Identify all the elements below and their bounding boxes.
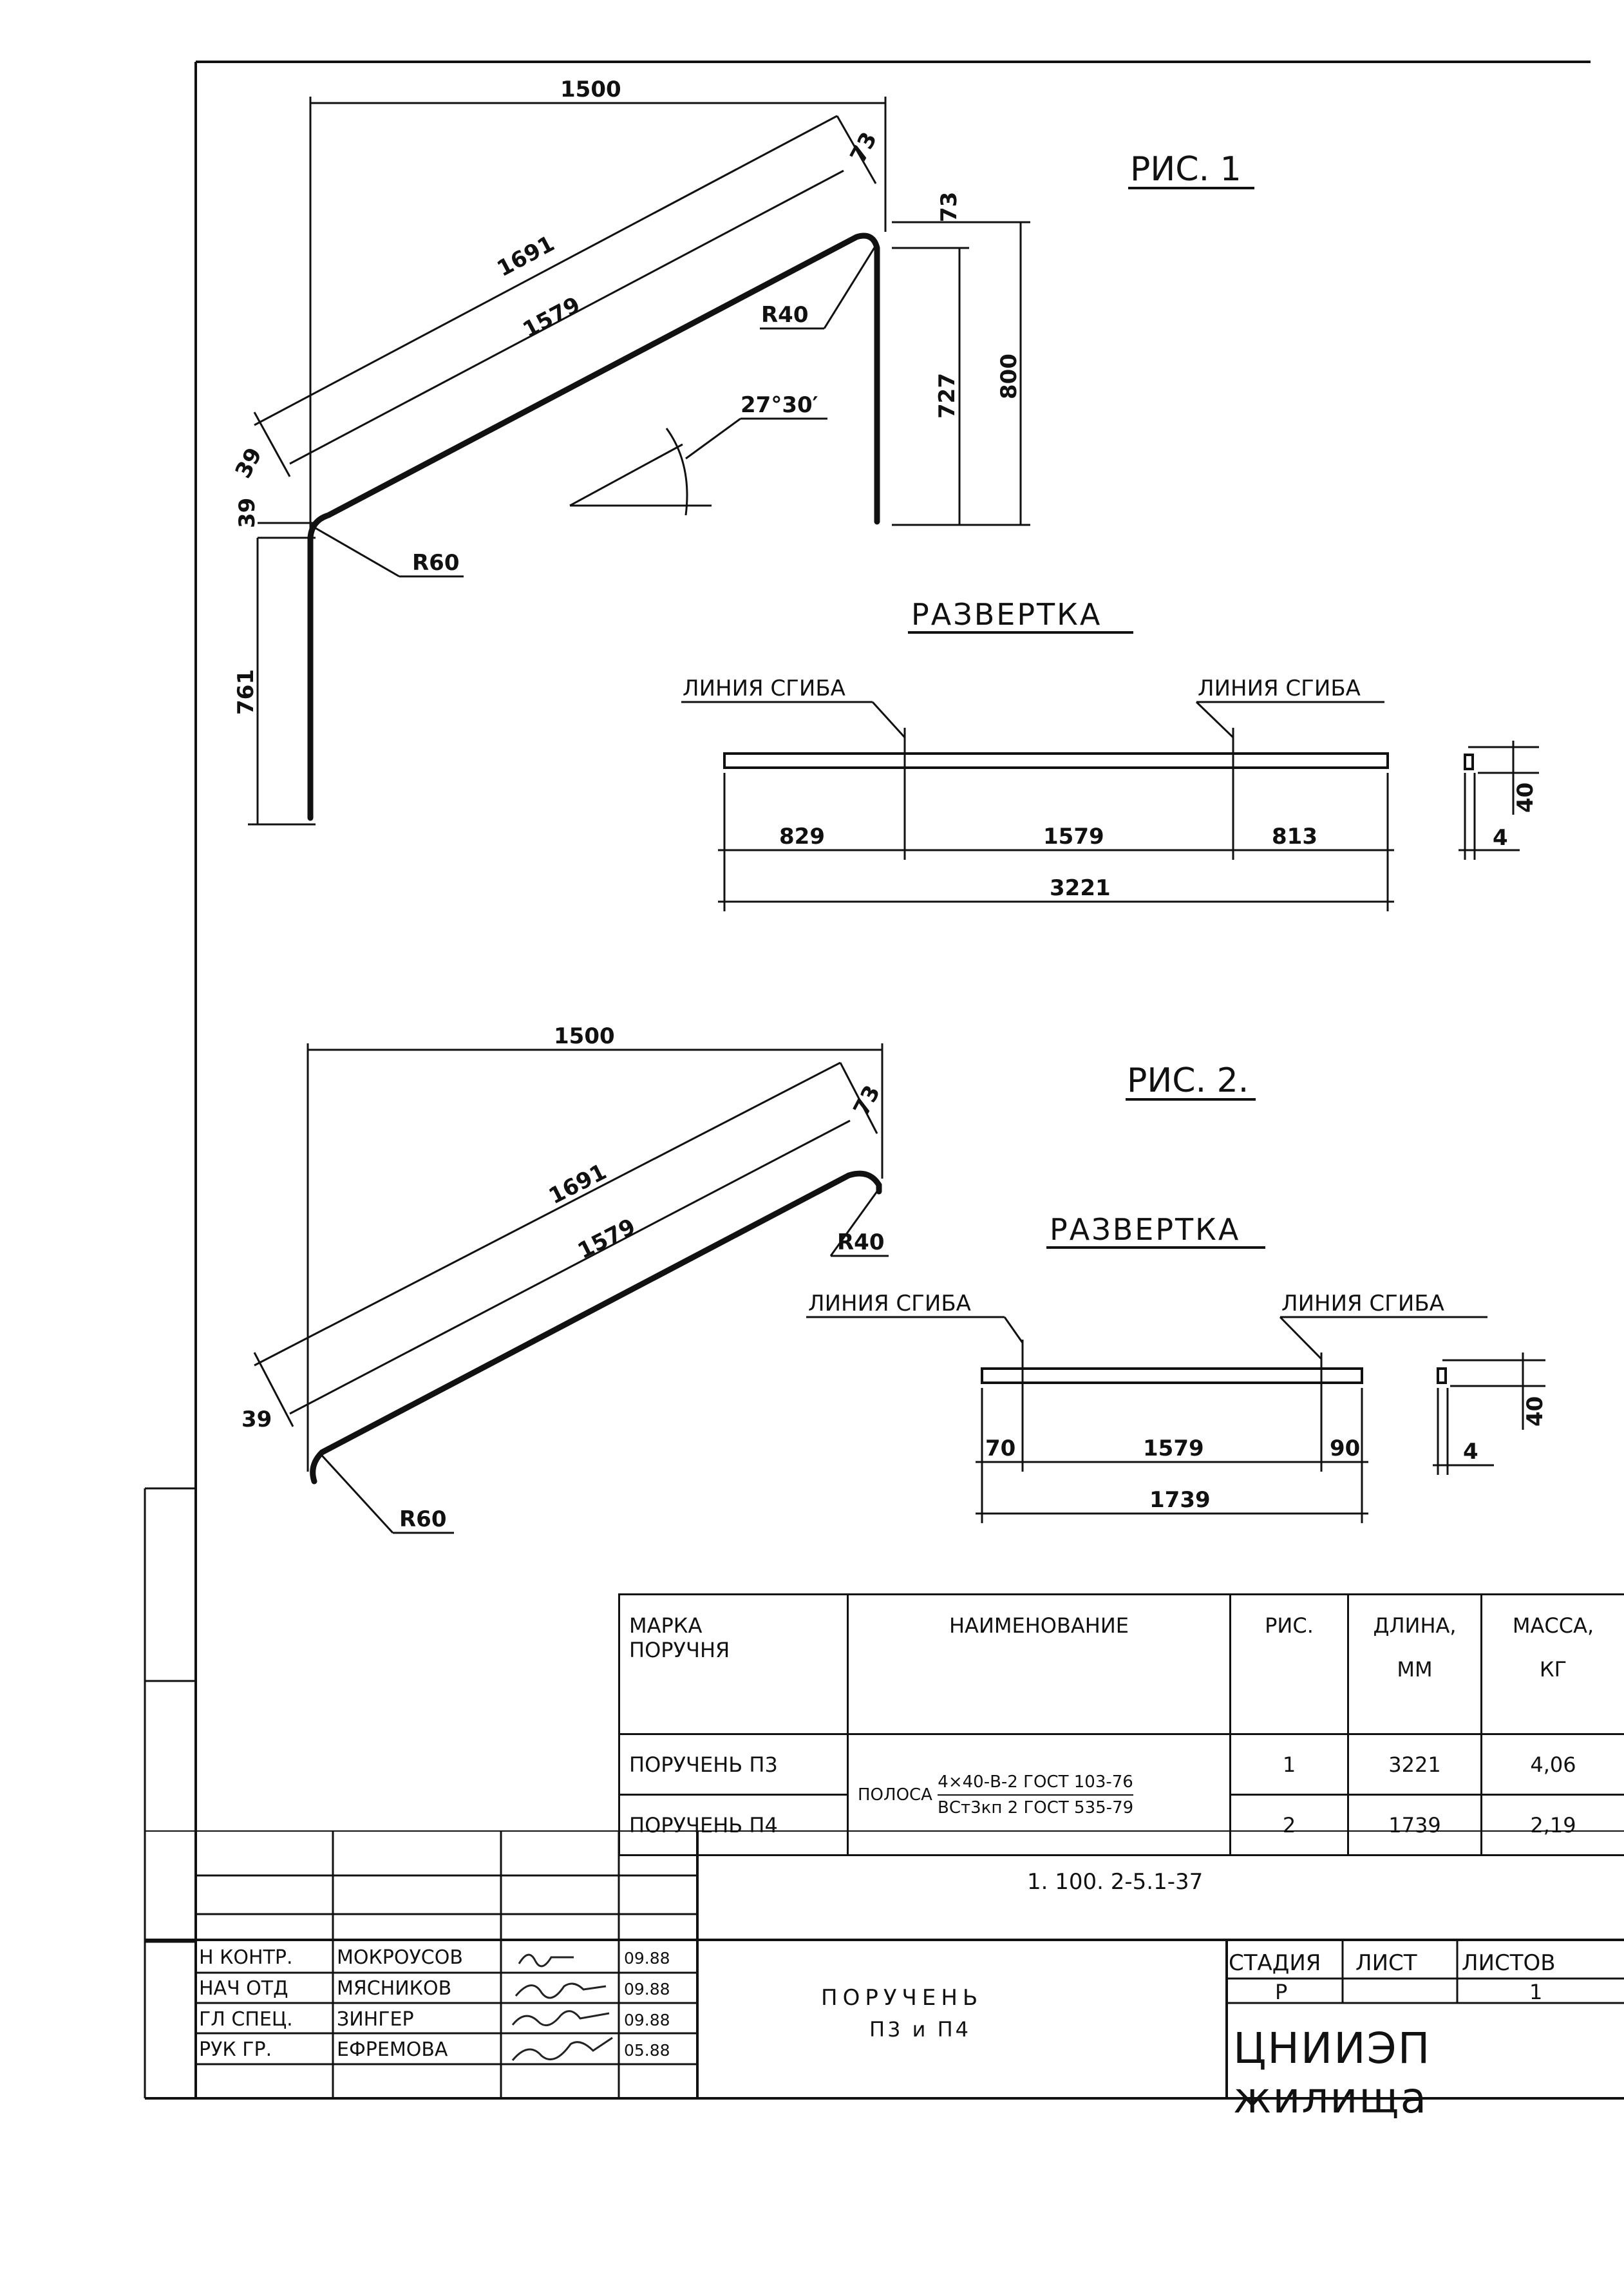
- fig1-angle: 27°30′: [741, 392, 818, 418]
- fig1-seg3: 813: [1272, 824, 1317, 850]
- fig2-title: РИС. 2.: [1127, 1061, 1249, 1100]
- fig1-outer-length: 1691: [493, 231, 558, 282]
- fig1-left-offset-2: 39: [234, 498, 260, 528]
- fig1-section: [1464, 754, 1474, 770]
- fig2-top-offset: 73: [849, 1081, 886, 1121]
- date-3: 09.88: [624, 2011, 670, 2029]
- fig2-razvertka-title: РАЗВЕРТКА: [1050, 1212, 1240, 1247]
- fig2-inner-length: 1579: [574, 1213, 639, 1264]
- fig1-handrail-profile: [307, 233, 880, 821]
- sheet-frame: [144, 61, 1624, 2100]
- organization-name: ЦНИИЭП жилища: [1233, 2024, 1431, 2123]
- fig1-left-height: 761: [233, 669, 259, 715]
- title-block: 1. 100. 2-5.1-37 ПОРУЧЕНЬ П3 и П4 СТАДИЯ…: [145, 1830, 1624, 2123]
- fig2-seg1: 70: [985, 1436, 1015, 1461]
- row-mark: ПОРУЧЕНЬ П3: [618, 1733, 849, 1796]
- role-3: ГЛ СПЕЦ.: [199, 2008, 293, 2031]
- header-mark: МАРКА ПОРУЧНЯ: [618, 1593, 849, 1735]
- fig1-section-width: 4: [1493, 825, 1508, 851]
- row-length: 1739: [1347, 1794, 1482, 1856]
- role-1: Н КОНТР.: [199, 1946, 293, 1969]
- figure-1: РИС. 1 1500 1691 1579 73 39 39 761 73 72…: [231, 77, 1539, 911]
- header-name: НАИМЕНОВАНИЕ: [847, 1593, 1231, 1735]
- sheets-label: ЛИСТОВ: [1462, 1950, 1556, 1976]
- title-block-grid: [145, 1830, 1624, 2098]
- sheet-label: ЛИСТ: [1355, 1950, 1417, 1976]
- fig2-seg3: 90: [1330, 1436, 1360, 1461]
- fig2-section-height: 40: [1522, 1396, 1548, 1427]
- date-4: 05.88: [624, 2041, 670, 2060]
- fig1-razvertka-title: РАЗВЕРТКА: [911, 597, 1102, 632]
- fig1-seg2: 1579: [1043, 824, 1104, 850]
- fig2-seg2: 1579: [1143, 1436, 1204, 1461]
- date-1: 09.88: [624, 1949, 670, 1968]
- name-top: 4×40-В-2 ГОСТ 103-76: [938, 1772, 1133, 1796]
- fig1-bend-left-label: ЛИНИЯ СГИБА: [683, 676, 845, 701]
- fig1-radius-top: R40: [761, 302, 809, 328]
- fig1-left-offset: 39: [231, 444, 268, 483]
- name-2: МЯСНИКОВ: [337, 1977, 452, 2000]
- figure-2: РИС. 2. 1500 1691 1579 73 39 R40 R60 РАЗ…: [241, 1023, 1548, 1534]
- fig2-radius-top: R40: [837, 1229, 885, 1255]
- row-mass: 2,19: [1480, 1794, 1624, 1856]
- name-prefix: ПОЛОСА: [858, 1785, 932, 1805]
- fig2-total: 1739: [1149, 1487, 1211, 1513]
- fig1-span: 1500: [560, 77, 621, 102]
- signatures: [511, 1953, 613, 2061]
- fig1-flat-bar: [723, 752, 1389, 769]
- fig2-section: [1437, 1367, 1447, 1384]
- fig2-handrail-profile: [310, 1170, 882, 1485]
- table-row: ПОРУЧЕНЬ П4 2 1739 2,19: [618, 1794, 1624, 1856]
- fig1-right-inner-height: 727: [934, 373, 960, 419]
- fig2-section-width: 4: [1463, 1439, 1478, 1465]
- spec-table: МАРКА ПОРУЧНЯ НАИМЕНОВАНИЕ РИС. ДЛИНА, М…: [618, 1593, 1624, 1856]
- fig1-right-offset: 73: [936, 192, 962, 222]
- table-row: ПОРУЧЕНЬ П3 ПОЛОСА 4×40-В-2 ГОСТ 103-76 …: [618, 1733, 1624, 1856]
- drawing-title-2: П3 и П4: [869, 2017, 971, 2042]
- row-name: ПОЛОСА 4×40-В-2 ГОСТ 103-76 ВСт3кп 2 ГОС…: [847, 1733, 1231, 1856]
- fig2-left-offset: 39: [241, 1407, 272, 1432]
- fig1-radius-bottom: R60: [412, 550, 460, 576]
- fig2-radius-bottom: R60: [399, 1506, 447, 1532]
- header-fig: РИС.: [1229, 1593, 1349, 1735]
- fig1-seg1: 829: [779, 824, 825, 850]
- row-fig: 1: [1229, 1733, 1349, 1796]
- row-mass: 4,06: [1480, 1733, 1624, 1796]
- sheets-value: 1: [1529, 1980, 1543, 2004]
- fig2-outer-length: 1691: [545, 1159, 610, 1210]
- row-length: 3221: [1347, 1733, 1482, 1796]
- fig1-top-offset: 73: [845, 128, 883, 167]
- row-mark: ПОРУЧЕНЬ П4: [618, 1794, 849, 1856]
- fig1-bend-right-label: ЛИНИЯ СГИБА: [1198, 676, 1361, 701]
- stage-label: СТАДИЯ: [1229, 1950, 1321, 1976]
- name-bottom: ВСт3кп 2 ГОСТ 535-79: [937, 1798, 1134, 1818]
- name-4: ЕФРЕМОВА: [337, 2038, 448, 2061]
- drawing-title-1: ПОРУЧЕНЬ: [821, 1985, 983, 2011]
- date-2: 09.88: [624, 1980, 670, 1998]
- fig1-right-outer-height: 800: [996, 354, 1022, 399]
- fig2-flat-bar: [981, 1367, 1363, 1384]
- drawing-code: 1. 100. 2-5.1-37: [1027, 1869, 1204, 1895]
- fig2-bend-right-label: ЛИНИЯ СГИБА: [1281, 1291, 1444, 1316]
- fig2-span: 1500: [554, 1023, 615, 1049]
- fig1-inner-length: 1579: [518, 292, 584, 343]
- fig1-section-height: 40: [1513, 783, 1538, 813]
- name-1: МОКРОУСОВ: [337, 1946, 463, 1969]
- name-3: ЗИНГЕР: [337, 2008, 414, 2031]
- fig1-title: РИС. 1: [1130, 150, 1242, 189]
- header-mass: МАССА, КГ: [1480, 1593, 1624, 1735]
- spec-header-row: МАРКА ПОРУЧНЯ НАИМЕНОВАНИЕ РИС. ДЛИНА, М…: [618, 1593, 1624, 1735]
- row-fig: 2: [1229, 1794, 1349, 1856]
- fig2-bend-left-label: ЛИНИЯ СГИБА: [808, 1291, 971, 1316]
- role-4: РУК ГР.: [199, 2038, 272, 2061]
- fig1-total: 3221: [1050, 875, 1111, 901]
- stage-value: Р: [1275, 1980, 1288, 2004]
- role-2: НАЧ ОТД: [199, 1977, 288, 2000]
- header-length: ДЛИНА, ММ: [1347, 1593, 1482, 1735]
